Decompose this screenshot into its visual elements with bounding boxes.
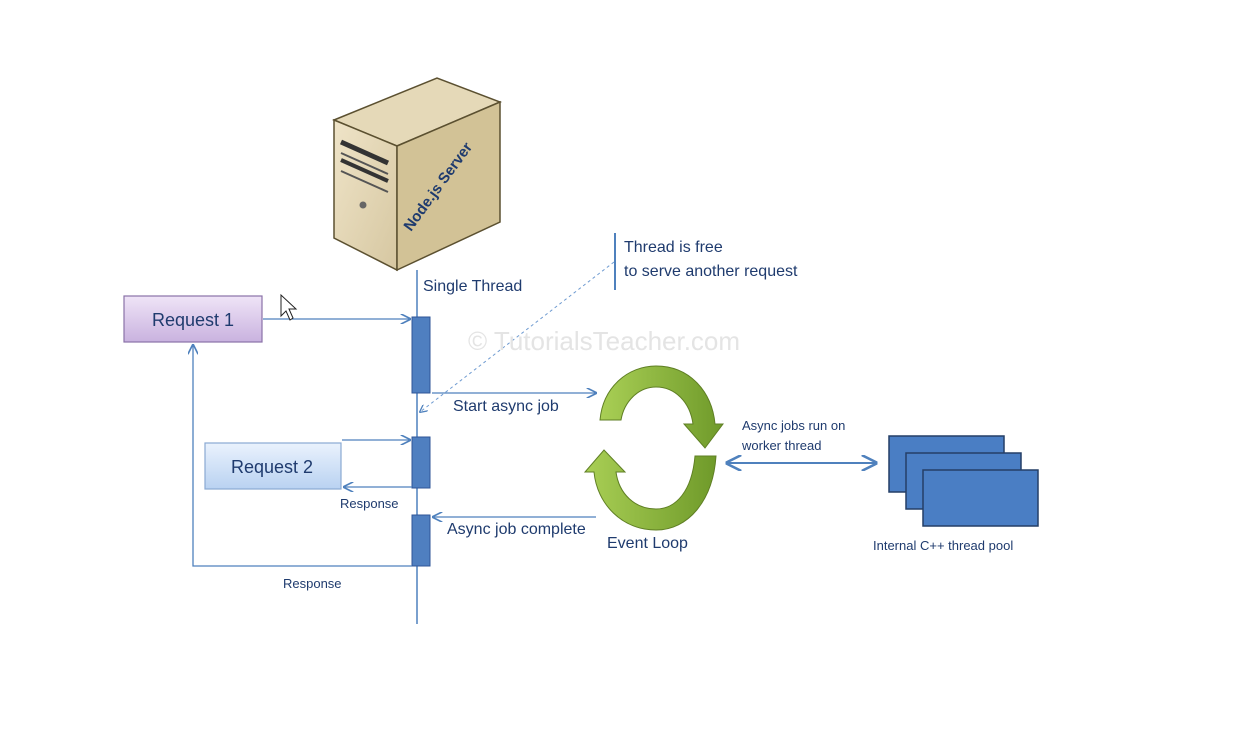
response-short-label: Response [340, 496, 399, 511]
server-icon: Node.js Server [332, 77, 503, 272]
request-1-label: Request 1 [152, 310, 234, 330]
thread-label: Single Thread [423, 278, 522, 295]
watermark: © TutorialsTeacher.com [468, 326, 740, 356]
thread-free-arrow [420, 261, 615, 412]
event-loop-label: Event Loop [607, 535, 688, 552]
request-2-label: Request 2 [231, 457, 313, 477]
response-1-arrow [193, 345, 412, 567]
worker-line-1: Async jobs run on [742, 418, 845, 433]
start-async-label: Start async job [453, 398, 559, 415]
thread-bar [411, 436, 431, 489]
cursor-icon [280, 293, 298, 321]
note-line-1: Thread is free [624, 239, 723, 256]
worker-line-2: worker thread [741, 438, 821, 453]
request-2-box: Request 2 [204, 442, 342, 490]
thread-bar [411, 514, 431, 567]
thread-pool-label: Internal C++ thread pool [873, 538, 1013, 553]
response-long-label: Response [283, 576, 342, 591]
request-1-box: Request 1 [123, 295, 263, 343]
async-complete-label: Async job complete [447, 521, 586, 538]
note-line-2: to serve another request [624, 263, 798, 280]
thread-pool-icon [888, 435, 1039, 527]
thread-bar [411, 316, 431, 394]
event-loop-icon [583, 365, 724, 531]
